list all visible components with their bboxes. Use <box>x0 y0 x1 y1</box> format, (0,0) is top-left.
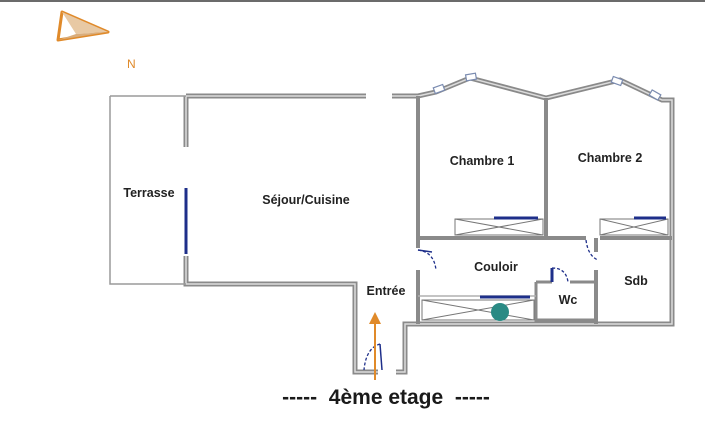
window-frames <box>432 72 662 101</box>
location-marker <box>491 303 509 321</box>
north-arrow-icon <box>56 10 110 42</box>
windows <box>184 188 666 299</box>
room-label-terrasse: Terrasse <box>123 186 174 200</box>
room-label-chambre1: Chambre 1 <box>450 154 515 168</box>
floor-level-label: ----- 4ème etage ----- <box>282 386 490 409</box>
walls <box>109 75 675 375</box>
room-label-wc: Wc <box>559 293 578 307</box>
room-label-entree: Entrée <box>367 284 406 298</box>
north-label: N <box>127 57 136 71</box>
room-label-sejour: Séjour/Cuisine <box>262 193 350 207</box>
room-label-couloir: Couloir <box>474 260 518 274</box>
closet-chambre1 <box>454 218 544 236</box>
entry-arrow-icon <box>369 312 381 380</box>
closet-chambre2 <box>599 218 669 236</box>
door-leaves <box>379 249 433 371</box>
room-label-chambre2: Chambre 2 <box>578 151 643 165</box>
room-label-sdb: Sdb <box>624 274 648 288</box>
closet-couloir <box>421 299 535 321</box>
